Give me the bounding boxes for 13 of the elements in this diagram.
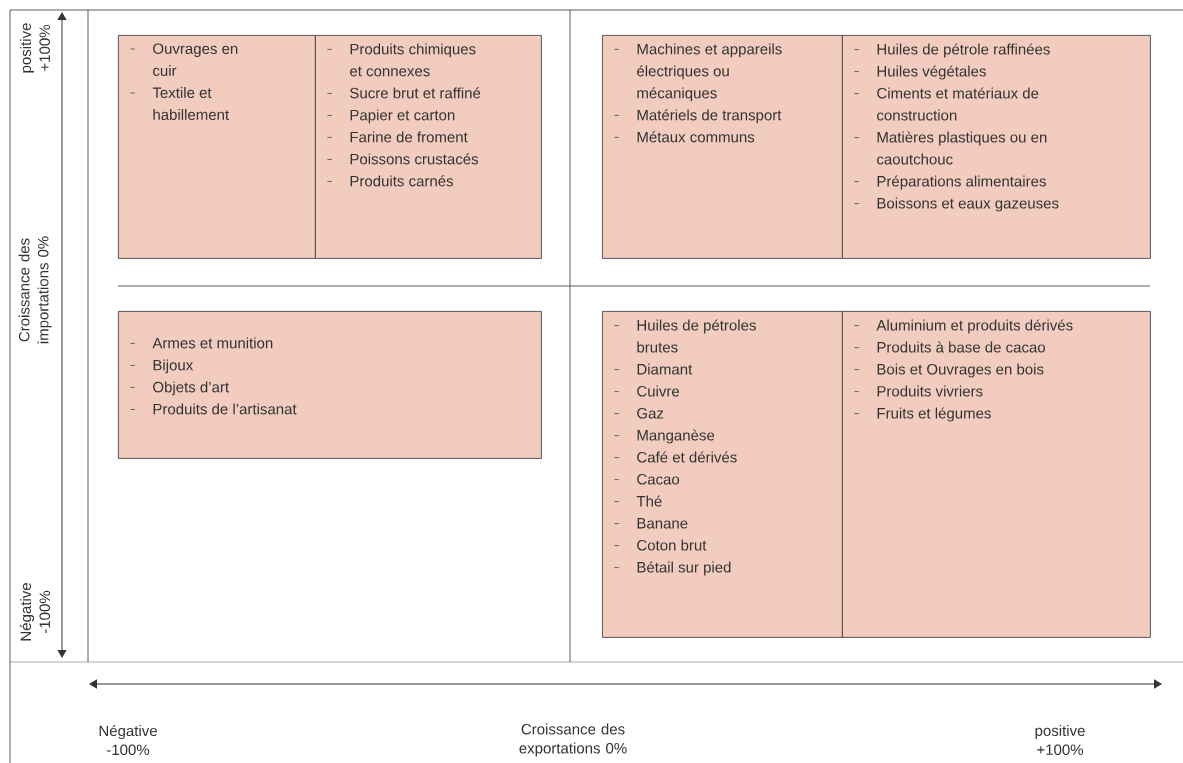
axis-label: positive +100% [1035,725,1085,755]
axis-label: Croissance des importations 0% [18,236,52,344]
list-box: Huiles de pétrole raffinées Huiles végétales Ciments et matériaux de construction Matières plastiques ou en caoutchouc Préparations alimentaires Boissons et eaux gazeuses [842,35,1151,259]
axis-label: Négative -100% [19,583,51,641]
list-box: Ouvrages en cuir Textile et habillement [118,35,316,259]
list-box: Machines et appareils électriques ou mécaniques Matériels de transport Métaux communs [602,35,843,259]
list-box: Huiles de pétroles brutes Diamant Cuivre Gaz Manganèse Café et dérivés Cacao Thé Banane Coton brut Bétail sur pied [602,311,843,638]
list-box: Produits chimiques et connexes Sucre brut et raffiné Papier et carton Farine de froment Poissons crustacés Produits carnés [315,35,542,259]
axis-label: Négative -100% [99,724,157,756]
list-box: Armes et munition Bijoux Objets d’art Produits de l’artisanat [118,311,542,459]
axis-label: Croissance des exportations 0% [519,723,627,757]
axis-label: positive +100% [20,23,50,73]
list-box: Aluminium et produits dérivés Produits à base de cacao Bois et Ouvrages en bois Produits vivriers Fruits et légumes [842,311,1151,638]
